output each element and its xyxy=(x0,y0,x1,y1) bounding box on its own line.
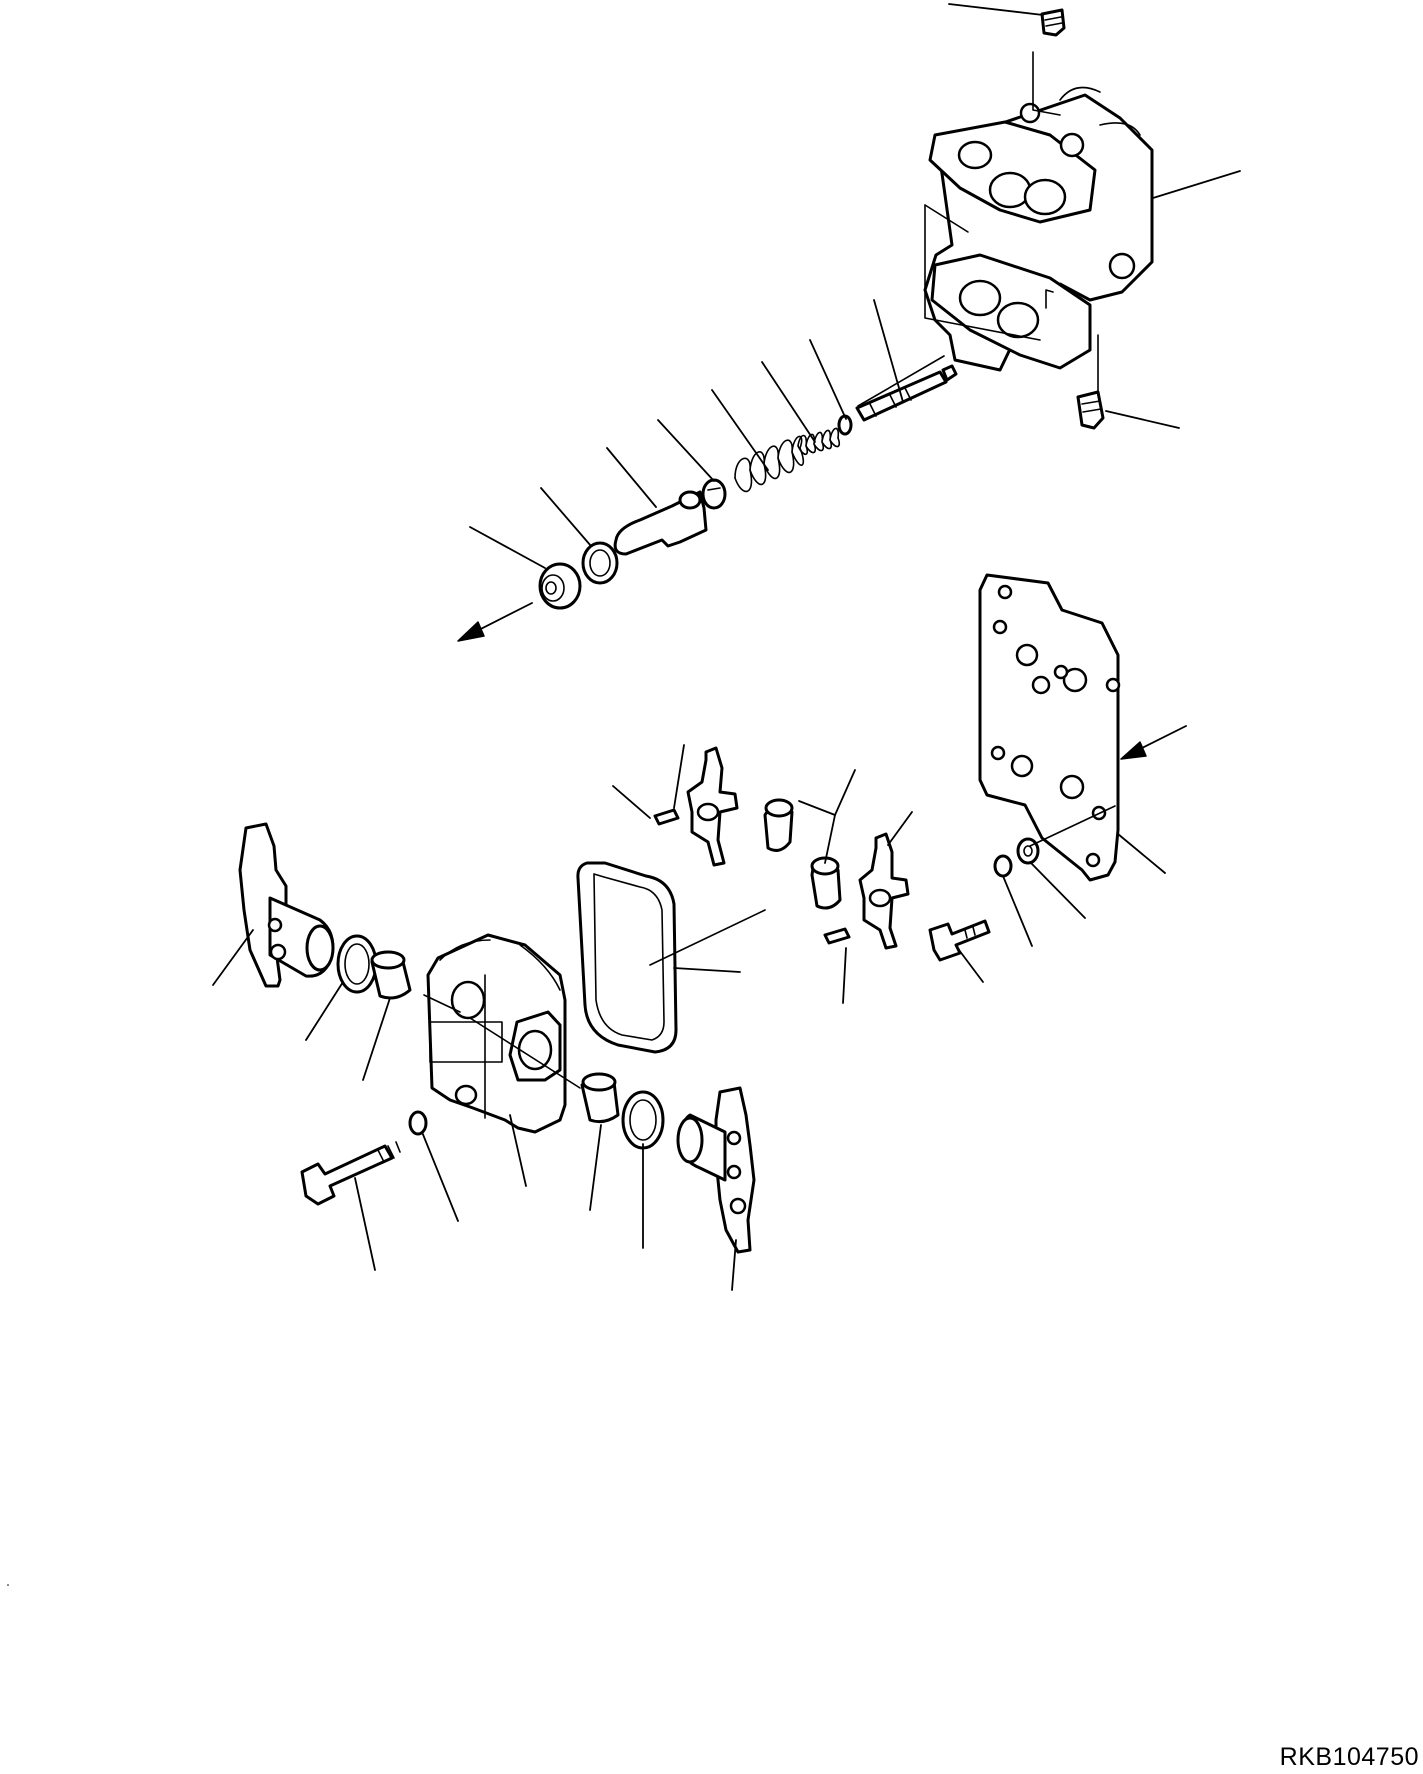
left-lever xyxy=(238,822,335,988)
plug-bottom xyxy=(1076,390,1105,430)
outer-spring xyxy=(734,435,805,493)
left-bushing xyxy=(370,950,412,1000)
spring-retainer xyxy=(701,478,727,510)
plug-top xyxy=(1040,8,1066,37)
bolt-washer xyxy=(408,1110,428,1136)
seal-ring xyxy=(581,541,619,585)
right-bushing xyxy=(580,1072,620,1124)
right-snap-ring xyxy=(621,1090,665,1150)
bushing-pair xyxy=(763,798,842,910)
cap-nut xyxy=(538,562,582,610)
inner-spring xyxy=(797,427,841,456)
long-bolt xyxy=(300,1141,401,1206)
upper-leader-lines xyxy=(469,3,1241,569)
spool xyxy=(855,364,958,422)
small-washer xyxy=(993,854,1013,878)
body-phantom-lines xyxy=(857,51,1099,407)
reference-code: RKB104750 xyxy=(1279,1743,1419,1771)
upper-pin-left xyxy=(653,808,680,826)
lower-leader-lines xyxy=(212,744,1166,1291)
lock-washer xyxy=(1016,837,1040,865)
upper-arm-left xyxy=(686,746,739,867)
plunger xyxy=(613,490,708,556)
housing xyxy=(426,933,567,1134)
gasket xyxy=(576,861,678,1054)
direction-arrow-right xyxy=(1120,725,1187,760)
stray-dot xyxy=(7,1584,9,1586)
upper-arm-right xyxy=(858,832,910,950)
housing-phantom-lines xyxy=(423,805,1116,1141)
short-bolt xyxy=(928,919,991,962)
cover-plate xyxy=(978,573,1121,882)
left-snap-ring xyxy=(336,934,378,994)
direction-arrow-left xyxy=(457,602,533,642)
upper-pin-right xyxy=(823,927,851,945)
valve-body xyxy=(923,86,1154,372)
right-lever xyxy=(676,1086,756,1254)
